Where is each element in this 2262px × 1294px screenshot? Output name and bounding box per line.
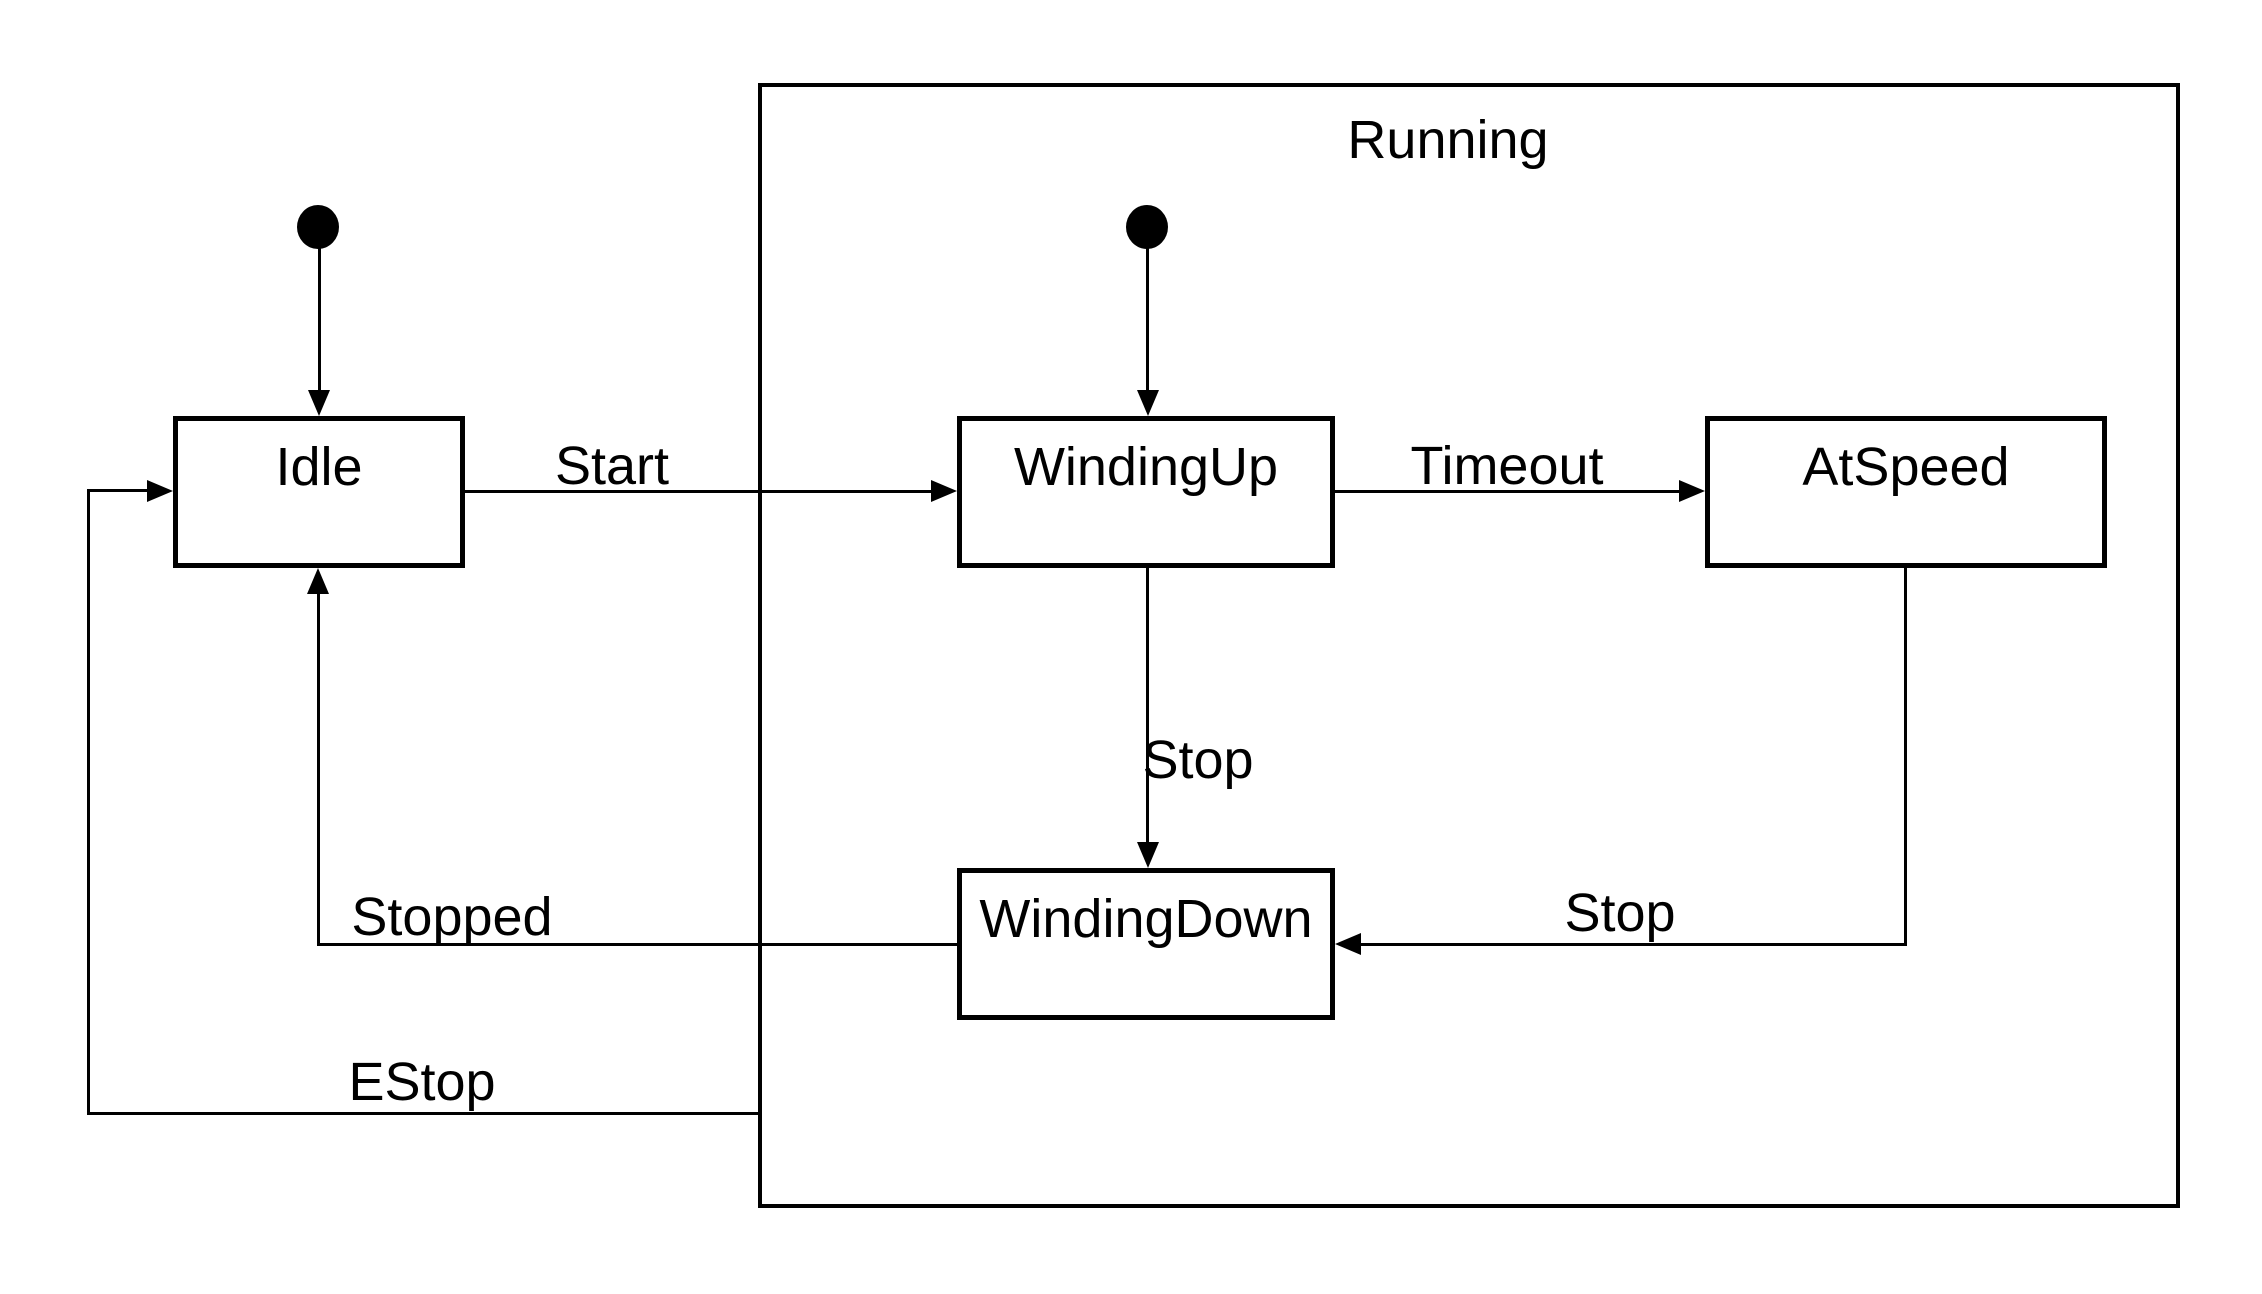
- state-windingdown: [957, 868, 1335, 1020]
- transition-estop-line-entry: [88, 489, 149, 492]
- transition-stop-atspeed-label: Stop: [1564, 883, 1676, 943]
- state-atspeed: [1705, 416, 2107, 568]
- transition-estop-label: EStop: [348, 1052, 496, 1112]
- arrowhead-right-icon: [931, 480, 957, 502]
- state-atspeed-label: AtSpeed: [1802, 437, 2010, 497]
- transition-stop-atspeed-line-horizontal: [1361, 943, 1907, 946]
- transition-stop-windingup-line: [1146, 568, 1149, 842]
- state-idle-label: Idle: [275, 437, 363, 497]
- initial-windingup-connector-line: [1146, 248, 1149, 392]
- transition-start-line: [465, 490, 934, 493]
- composite-state-running: [758, 83, 2180, 1208]
- arrowhead-left-icon: [1335, 933, 1361, 955]
- arrowhead-right-icon: [147, 480, 173, 502]
- arrowhead-down-icon: [1137, 390, 1159, 416]
- composite-state-running-label: Running: [1347, 110, 1549, 170]
- state-windingdown-label: WindingDown: [979, 889, 1313, 949]
- arrowhead-right-icon: [1679, 480, 1705, 502]
- state-windingup-label: WindingUp: [1013, 437, 1279, 497]
- transition-stopped-label: Stopped: [351, 887, 553, 947]
- state-windingup: [957, 416, 1335, 568]
- initial-idle-connector-line: [318, 248, 321, 392]
- transition-estop-line-horizontal: [88, 1112, 760, 1115]
- transition-stopped-line-vertical: [317, 592, 320, 946]
- state-idle: [173, 416, 465, 568]
- arrowhead-down-icon: [308, 390, 330, 416]
- transition-stopped-line-horizontal: [318, 943, 957, 946]
- initial-state-dot-idle: [297, 205, 339, 249]
- transition-timeout-line: [1335, 490, 1681, 493]
- transition-estop-line-vertical: [87, 489, 90, 1115]
- initial-state-dot-windingup: [1126, 205, 1168, 249]
- transition-start-label: Start: [554, 436, 670, 496]
- arrowhead-up-icon: [307, 568, 329, 594]
- transition-timeout-label: Timeout: [1410, 436, 1604, 496]
- transition-stop-atspeed-line-vertical: [1904, 568, 1907, 946]
- transition-stop-windingup-label: Stop: [1142, 730, 1254, 790]
- arrowhead-down-icon: [1137, 842, 1159, 868]
